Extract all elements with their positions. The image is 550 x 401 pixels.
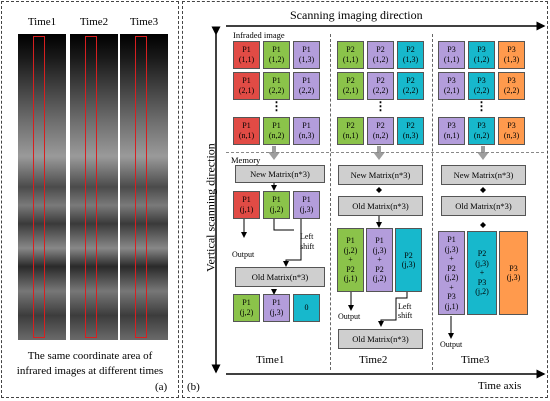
t3-down-arrow: [477, 146, 489, 160]
panel-b: [182, 1, 548, 398]
b-time1-label: Time1: [256, 354, 285, 366]
t3-mem-cell-c: P3(j,3): [499, 231, 528, 315]
t2-old-matrix-2: Old Matrix(n*3): [338, 329, 423, 349]
t2-grid-cell: P2(2,2): [367, 72, 394, 100]
t1-grid-cell: P1(2,1): [233, 72, 260, 100]
t3-mem-cell-b: P2(j,3)+P3(j,2): [467, 231, 497, 315]
t2-mem-cell-c: P2(j,3): [395, 228, 422, 292]
t2-grid-cell: P2(1,1): [337, 41, 364, 69]
t2-grid-cell: P2(n,2): [367, 117, 394, 145]
infrared-strip-time3: [120, 34, 168, 340]
t2-mem-cell-b: P1(j,3)+P2(j,2): [366, 228, 393, 292]
a-caption-line1: The same coordinate area of: [27, 350, 153, 362]
t1-old-matrix: Old Matrix(n*3): [235, 267, 325, 287]
t3-mem-cell-a: P1(j,3)+P2(j,2)+P3(j,1): [438, 231, 465, 315]
t1-down-arrow: [268, 146, 280, 160]
t2-shift-label: shift: [398, 311, 413, 320]
memory-divider: [226, 152, 544, 153]
a-caption-line2: infrared images at different times: [16, 365, 164, 377]
t1-mem-cell-2: P1(j,2): [263, 191, 290, 219]
t3-old-matrix: Old Matrix(n*3): [441, 196, 526, 216]
infrared-strip-time1: [18, 34, 66, 340]
t3-grid-cell: P3(n,2): [468, 117, 495, 145]
t2-grid-cell: P2(1,2): [367, 41, 394, 69]
t3-grid-cell: P3(n,1): [438, 117, 465, 145]
a-time1-label: Time1: [27, 16, 57, 28]
t3-ellipsis: ⋮: [475, 99, 488, 113]
col-divider-1: [330, 34, 331, 370]
vertical-direction-label: Vertical scanning direction: [203, 143, 218, 272]
t2-grid-cell: P2(n,3): [397, 117, 424, 145]
roi-box-time1: [33, 36, 45, 338]
col-divider-2: [432, 34, 433, 370]
t2-ellipsis: ⋮: [374, 99, 387, 113]
t3-grid-cell: P3(1,3): [498, 41, 525, 69]
t1-old-cell-3: 0: [293, 294, 320, 322]
t2-grid-cell: P2(n,1): [337, 117, 364, 145]
t1-grid-cell: P1(n,2): [263, 117, 290, 145]
t1-output-label: Output: [232, 250, 255, 259]
b-time3-label: Time3: [461, 354, 490, 366]
b-time2-label: Time2: [359, 354, 388, 366]
t3-grid-cell: P3(2,2): [468, 72, 495, 100]
t1-grid-cell: P1(n,3): [293, 117, 320, 145]
memory-label: Memory: [231, 155, 261, 165]
t2-grid-cell: P2(2,2): [397, 72, 424, 100]
roi-box-time2: [85, 36, 97, 338]
t1-mem-cell-1: P1(j,1): [233, 191, 260, 219]
t1-grid-cell: P1(1,1): [233, 41, 260, 69]
t2-output-label: Output: [338, 312, 361, 321]
t3-new-matrix: New Matrix(n*3): [441, 165, 526, 185]
t2-grid-cell: P2(2,1): [337, 72, 364, 100]
t3-grid-cell: P3(1,1): [438, 41, 465, 69]
t3-grid-cell: P3(1,2): [468, 41, 495, 69]
t3-grid-cell: P3(2,1): [438, 72, 465, 100]
t3-grid-cell: P3(n,3): [498, 117, 525, 145]
t2-old-matrix: Old Matrix(n*3): [338, 196, 423, 216]
t1-left-label: Left: [300, 232, 314, 241]
t3-grid-cell: P3(2,2): [498, 72, 525, 100]
t2-mem-cell-a: P1(j,2)+P2(j,1): [337, 228, 364, 292]
scan-direction-label: Scanning imaging direction: [290, 8, 423, 22]
t2-down-arrow: [373, 146, 385, 160]
t2-left-label: Left: [398, 302, 412, 311]
infrared-strip-time2: [70, 34, 118, 340]
t3-output-label: Output: [440, 340, 463, 349]
a-panel-label: (a): [155, 381, 168, 393]
infrared-image-label: Infraded image: [233, 30, 285, 40]
t1-grid-cell: P1(2,2): [293, 72, 320, 100]
b-panel-label: (b): [187, 381, 200, 393]
a-time2-label: Time2: [79, 16, 109, 28]
t1-ellipsis: ⋮: [270, 99, 283, 113]
t1-mem-cell-3: P1(j,3): [293, 191, 320, 219]
t1-grid-cell: P1(n,1): [233, 117, 260, 145]
roi-box-time3: [135, 36, 147, 338]
t1-old-cell-2: P1(j,3): [263, 294, 290, 322]
time-axis-label: Time axis: [478, 380, 522, 392]
a-time3-label: Time3: [129, 16, 159, 28]
t1-shift-label: shift: [300, 242, 315, 251]
t1-new-matrix: New Matrix(n*3): [235, 165, 325, 183]
t1-grid-cell: P1(1,3): [293, 41, 320, 69]
panel-a: [1, 1, 179, 398]
t1-grid-cell: P1(2,2): [263, 72, 290, 100]
t1-old-cell-1: P1(j,2): [233, 294, 260, 322]
t2-new-matrix: New Matrix(n*3): [338, 165, 423, 185]
t1-grid-cell: P1(1,2): [263, 41, 290, 69]
t2-grid-cell: P2(1,3): [397, 41, 424, 69]
